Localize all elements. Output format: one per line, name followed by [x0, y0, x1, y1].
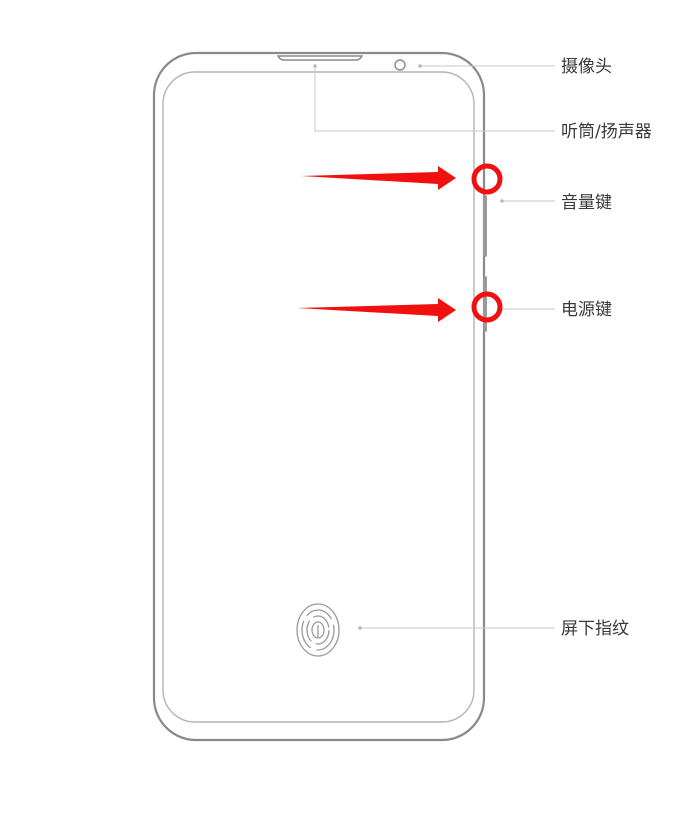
camera-label: 摄像头 [561, 57, 612, 77]
power-highlight-circle [471, 291, 503, 323]
fingerprint-leader-dot [358, 626, 362, 630]
power-arrow [297, 298, 456, 322]
power-button [483, 276, 487, 332]
earpiece-slot [276, 55, 364, 61]
fingerprint-label: 屏下指纹 [561, 619, 629, 639]
earpiece-label: 听筒/扬声器 [561, 122, 652, 142]
power-label: 电源键 [561, 300, 612, 320]
volume-highlight-circle [471, 163, 503, 195]
volume-label: 音量键 [561, 193, 612, 213]
volume-button [483, 195, 487, 257]
volume-arrow [301, 166, 456, 190]
phone-outer-body [152, 51, 486, 742]
earpiece-leader-dot [313, 64, 317, 68]
earpiece-leader-line [314, 66, 555, 132]
volume-leader-dot [500, 199, 504, 203]
camera-leader-dot [418, 64, 422, 68]
fingerprint-icon [296, 603, 340, 657]
camera-icon [394, 59, 406, 71]
phone-screen [162, 71, 475, 723]
